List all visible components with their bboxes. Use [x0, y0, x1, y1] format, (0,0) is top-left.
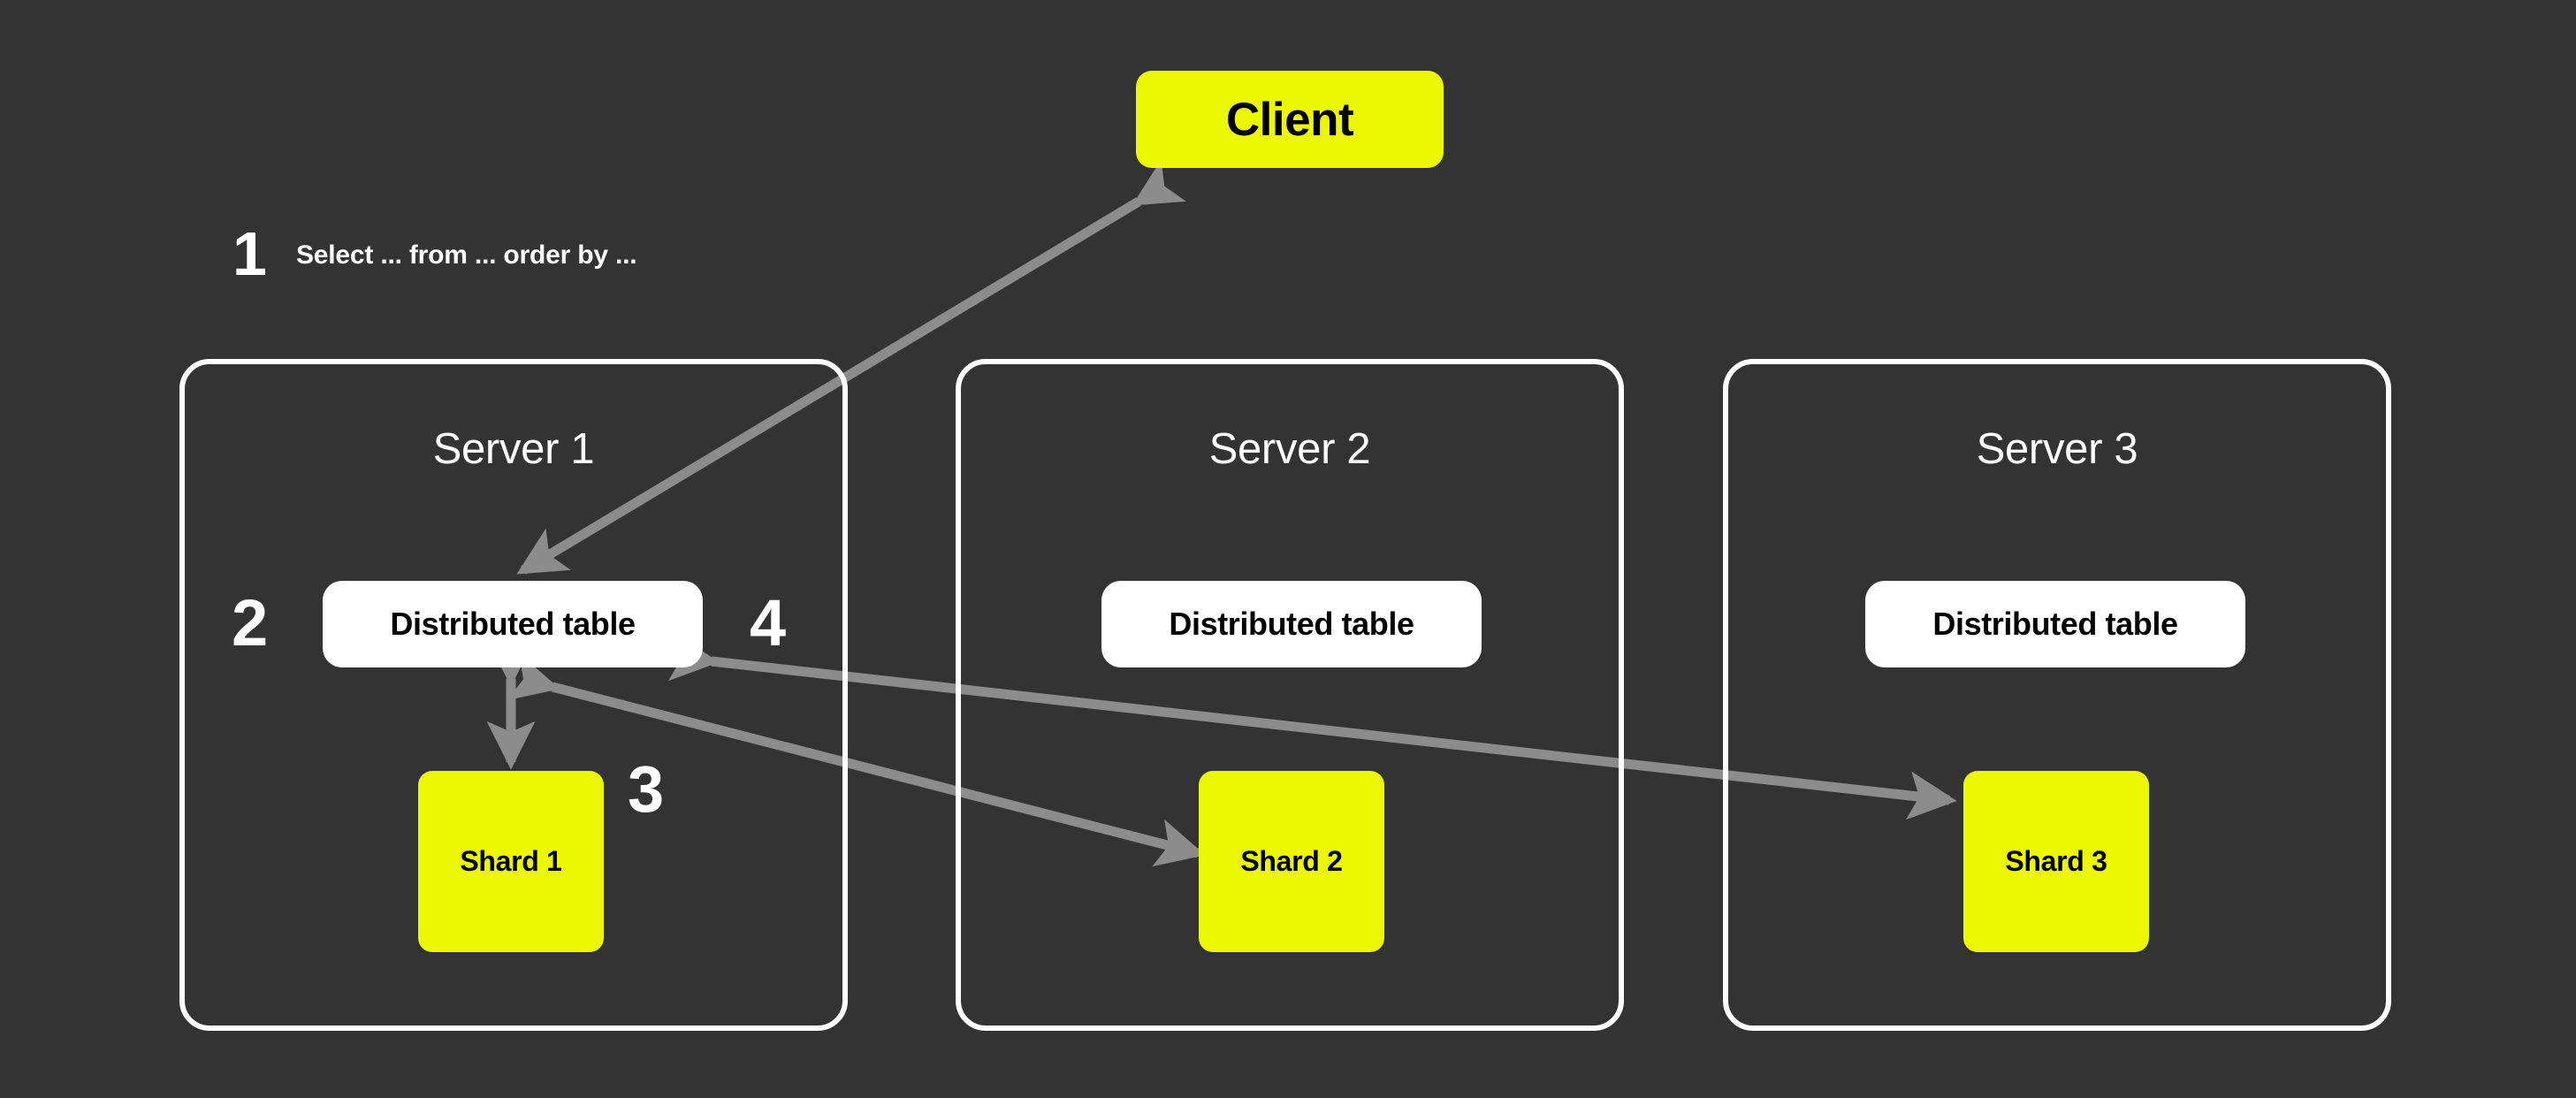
step-number-4: 4 [750, 586, 787, 660]
distributed-table-3[interactable]: Distributed table [1865, 581, 2245, 667]
distributed-table-2[interactable]: Distributed table [1101, 581, 1482, 667]
server-title-1: Server 1 [432, 425, 595, 473]
shard-1-label: Shard 1 [460, 845, 562, 877]
step-number-3: 3 [628, 752, 665, 826]
step-number-1: 1 [232, 219, 267, 288]
server-panel-2 [956, 359, 1624, 1031]
shard-node-1[interactable]: Shard 1 [418, 771, 604, 952]
distributed-table-3-label: Distributed table [1932, 606, 2178, 642]
shard-node-2[interactable]: Shard 2 [1199, 771, 1384, 952]
client-node[interactable]: Client [1136, 71, 1444, 168]
server-panel-3 [1723, 359, 2391, 1031]
distributed-table-1[interactable]: Distributed table [323, 581, 703, 667]
distributed-table-1-label: Distributed table [390, 606, 636, 642]
shard-3-label: Shard 3 [2005, 845, 2107, 877]
server-title-3: Server 3 [1976, 425, 2138, 473]
server-title-2: Server 2 [1208, 425, 1371, 473]
step-number-2: 2 [232, 586, 269, 660]
server-panel-1 [179, 359, 848, 1031]
distributed-table-2-label: Distributed table [1169, 606, 1414, 642]
shard-2-label: Shard 2 [1240, 845, 1343, 877]
shard-node-3[interactable]: Shard 3 [1963, 771, 2149, 952]
client-label: Client [1225, 93, 1354, 146]
step-caption-1: Select ... from ... order by ... [296, 240, 637, 270]
